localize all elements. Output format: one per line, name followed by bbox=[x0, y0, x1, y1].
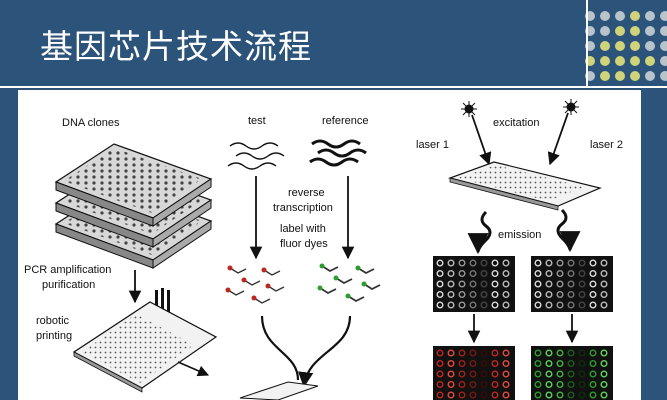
label-dyes-line2: fluor dyes bbox=[280, 238, 328, 250]
scan-image-gray-left bbox=[433, 256, 515, 312]
robotic-label-line2: printing bbox=[36, 330, 72, 342]
red-labeled-cdna-icon bbox=[225, 265, 285, 304]
green-labeled-cdna-icon bbox=[317, 263, 381, 303]
emission-arrow-left bbox=[467, 210, 492, 255]
arrow-slide-down bbox=[177, 361, 210, 377]
reverse-label-line1: reverse bbox=[288, 187, 325, 199]
slide-title: 基因芯片技术流程 bbox=[40, 27, 312, 66]
microplate-stack-icon bbox=[54, 143, 213, 269]
laser2-label: laser 2 bbox=[590, 139, 623, 151]
laser2-starburst-icon bbox=[563, 99, 579, 115]
arrow-laser1 bbox=[471, 114, 492, 166]
excitation-label: excitation bbox=[493, 117, 539, 129]
diagram-panel: DNA clones PCR amplification purificatio… bbox=[18, 90, 641, 400]
test-label: test bbox=[248, 115, 266, 127]
decorative-dots bbox=[585, 11, 667, 81]
laser1-starburst-icon bbox=[461, 101, 477, 117]
reference-mrna-icon bbox=[309, 139, 367, 167]
test-mrna-icon bbox=[227, 142, 285, 170]
arrow-laser2 bbox=[547, 112, 569, 166]
scan-image-gray-right bbox=[531, 256, 613, 312]
merge-curve-right bbox=[297, 315, 352, 388]
pcr-label-line1: PCR amplification bbox=[24, 264, 111, 276]
hybridization-slide-icon bbox=[239, 381, 319, 400]
reverse-label-line2: transcription bbox=[273, 202, 333, 214]
reference-label: reference bbox=[322, 115, 368, 127]
merge-curve-left bbox=[260, 315, 300, 381]
emission-arrow-right bbox=[556, 208, 581, 253]
pcr-label-line2: purification bbox=[42, 279, 95, 291]
scan-image-red bbox=[433, 346, 515, 400]
scanned-slide-icon bbox=[447, 161, 602, 211]
dna-clones-label: DNA clones bbox=[62, 117, 120, 129]
divider-vertical bbox=[586, 0, 588, 88]
robotic-label-line1: robotic bbox=[36, 315, 70, 327]
divider-horizontal bbox=[0, 86, 667, 88]
label-dyes-line1: label with bbox=[280, 223, 326, 235]
glass-slide-icon bbox=[72, 301, 218, 393]
laser1-label: laser 1 bbox=[416, 139, 449, 151]
microarray-workflow-diagram: DNA clones PCR amplification purificatio… bbox=[24, 99, 623, 400]
scan-image-green bbox=[531, 346, 613, 400]
emission-label: emission bbox=[498, 229, 541, 241]
